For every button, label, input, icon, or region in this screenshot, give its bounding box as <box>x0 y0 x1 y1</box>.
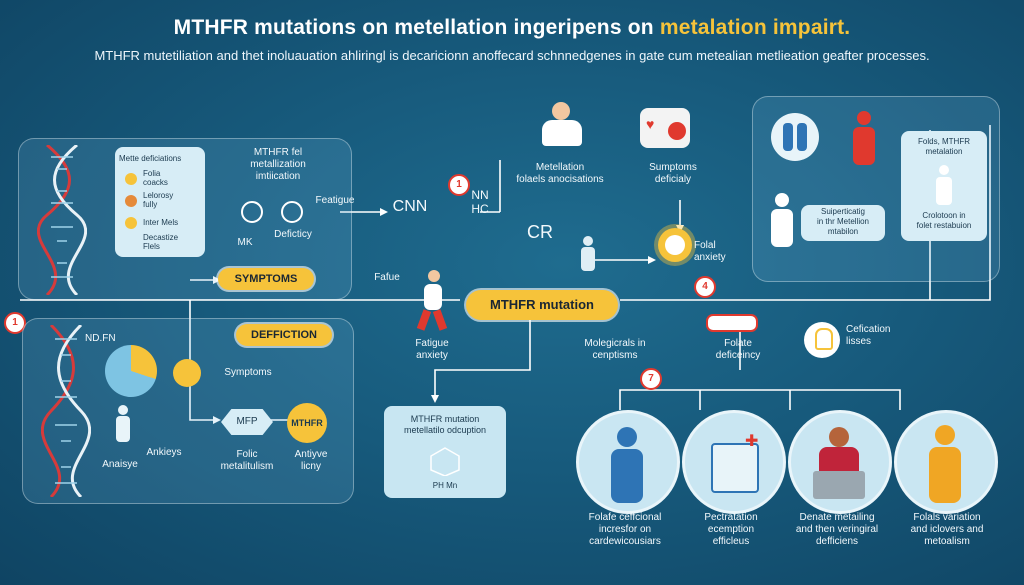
person-head-icon <box>829 427 849 447</box>
legend-line-2: Folia coacks <box>143 169 168 187</box>
white-person-icon <box>767 193 797 249</box>
dna-helix-icon <box>37 145 87 295</box>
arrow-head <box>213 416 221 424</box>
bottom-left-panel: ND.FN Symptoms Anaisye Ankieys MFP MTHFR… <box>22 318 354 504</box>
person-body-icon <box>929 447 961 503</box>
molecule-icon <box>430 447 460 476</box>
people-icon <box>771 113 819 161</box>
top-right-panel: Suiperticatig in thr Metellion mtabilon … <box>752 96 1000 282</box>
folic-label: Folic metalitulism <box>220 449 274 472</box>
symptoms-pill: SYMPTOMS <box>218 268 314 290</box>
virus-icon <box>173 359 201 387</box>
ankieys-label: Ankieys <box>146 447 182 458</box>
legend-line-1: Mette deficiations <box>119 154 182 163</box>
running-person-icon <box>416 270 452 332</box>
outcome-circle-2: ✚ <box>682 410 786 514</box>
folate-deficiency-label: Folate deficeincy <box>715 338 761 361</box>
formula-cr: CR <box>527 222 553 242</box>
step-badge: 4 <box>694 276 716 298</box>
outcome-caption-4: Folals variation and iclovers and metoal… <box>910 512 984 547</box>
red-person-icon <box>849 111 879 167</box>
lightbulb-icon <box>804 322 840 358</box>
mthfr-circle: MTHFR <box>287 403 327 443</box>
formula-cnn: CNN <box>392 198 428 215</box>
clock-icon <box>658 228 692 262</box>
plus-icon: ✚ <box>745 433 759 450</box>
mk-label: MK <box>237 237 253 248</box>
page-title: MTHFR mutations on metellation ingeripen… <box>173 16 851 39</box>
outcome-caption-2: Pectratation ecemption efficleus <box>704 512 758 547</box>
defiction-pill: DEFFICTION <box>236 324 332 346</box>
mfp-label: MFP <box>236 416 258 427</box>
legend-line-5: Decastize Flels <box>143 233 179 251</box>
legend-dot-icon <box>125 173 137 185</box>
mthfr-label: MTHFR <box>291 418 323 428</box>
nd-label: ND.FN <box>85 333 116 344</box>
legend-dot-icon <box>125 217 137 229</box>
symptoms-deficialy-label: Sumptoms deficialy <box>649 162 697 185</box>
person-body-icon <box>819 447 859 473</box>
gear-icon <box>241 201 263 223</box>
block-title: MTHFR fel metallization imtiication <box>250 147 306 182</box>
pie-icon <box>105 345 157 397</box>
gear-icon <box>281 201 303 223</box>
step-badge: 1 <box>4 312 26 334</box>
formula-nn-hc: NN HC <box>471 188 489 216</box>
outcome-caption-1: Folafe ceffcional incresfor on cardewico… <box>588 512 662 547</box>
fafue-label: Fafue <box>374 272 400 283</box>
scientist-icon <box>532 100 592 150</box>
person-icon <box>113 405 133 443</box>
pill-capsule-icon <box>706 314 758 332</box>
step-badge: 1 <box>448 174 470 196</box>
molecular-label: Molegicrals in cenptisms <box>584 338 646 361</box>
outcome-caption-3: Denate metailing and then veringiral def… <box>795 512 879 547</box>
page-subtitle: MTHFR mutetiliation and thet inoluauatio… <box>94 48 930 63</box>
fatigue-label: Featigue <box>315 195 355 206</box>
outcome-circle-1 <box>576 410 680 514</box>
deficity-label: Deficticy <box>274 229 312 240</box>
card-title: Folds, MTHFR metalation <box>918 137 970 156</box>
card-subtitle: Crolotoon in folet restabuion <box>916 211 972 230</box>
step-badge: 7 <box>640 368 662 390</box>
sub-box: Suiperticatig in thr Metellion mtabilon <box>801 205 885 241</box>
folal-anxiety-label: Folal anxiety <box>694 240 726 263</box>
outcome-circle-3 <box>788 410 892 514</box>
cefication-label: Cefication lisses <box>846 324 891 347</box>
sub-box-text: Suiperticatig in thr Metellion mtabilon <box>816 207 870 236</box>
arrow-head <box>380 208 388 216</box>
analyse-label: Anaisye <box>102 459 138 470</box>
arrow-head <box>648 256 656 264</box>
person-head-icon <box>935 425 955 445</box>
mfp-hexagon: MFP <box>221 409 273 435</box>
person-icon <box>578 236 598 272</box>
symptoms-label: Symptoms <box>224 367 272 378</box>
bottom-mid-ph: PH Mn <box>432 481 458 490</box>
arrow-head <box>213 276 221 284</box>
legend-line-3: Lelorosy fully <box>143 191 174 209</box>
fatigue-anxiety-label: Fatigue anxiety <box>415 338 449 361</box>
antive-label: Antiyve licny <box>294 449 328 472</box>
outcome-circle-4 <box>894 410 998 514</box>
health-icon: ♥ <box>640 108 690 148</box>
legend-line-4: Inter Mels <box>143 218 179 227</box>
person-head-icon <box>617 427 637 447</box>
laptop-icon <box>813 471 865 499</box>
dna-helix-icon <box>41 325 91 497</box>
legend-dot-icon <box>125 195 137 207</box>
legend-box: Mette deficiations Folia coacks Lelorosy… <box>115 147 205 257</box>
person-body-icon <box>611 449 643 503</box>
bottom-mid-title: MTHFR mutation metellatilo odcuption <box>403 414 487 435</box>
card-person-icon <box>933 165 955 205</box>
card: Folds, MTHFR metalation Crolotoon in fol… <box>901 131 987 241</box>
metellation-label: Metellation folaels anocisations <box>516 162 604 185</box>
bottom-mid-panel: MTHFR mutation metellatilo odcuption PH … <box>384 406 506 498</box>
mthfr-mutation-pill: MTHFR mutation <box>466 290 618 320</box>
arrow-head <box>431 395 439 403</box>
calendar-icon <box>711 443 759 493</box>
